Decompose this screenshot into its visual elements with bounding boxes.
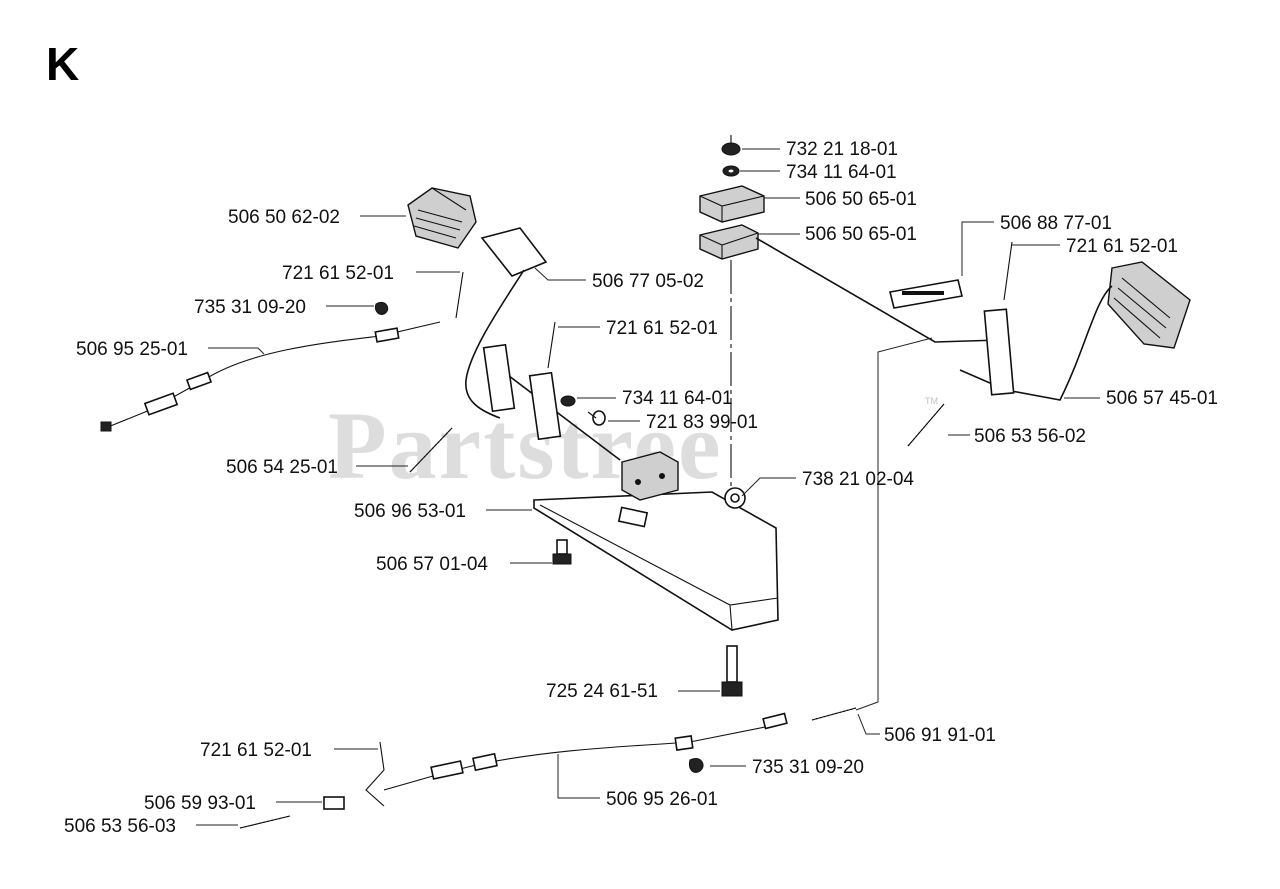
washer-734-11-64-01-mid: [560, 395, 576, 407]
bolt-725-24-61-51: [721, 645, 743, 697]
bolt-506-57-01-04: [552, 539, 572, 565]
leader-lines: [196, 148, 1100, 826]
label-721-83-99-01: 721 83 99-01: [646, 412, 758, 433]
label-506-57-45-01: 506 57 45-01: [1106, 388, 1218, 409]
label-734-11-64-01-top: 734 11 64-01: [786, 162, 897, 183]
spring-506-54-25-01: [409, 427, 453, 473]
label-721-61-52-01-bottom: 721 61 52-01: [200, 740, 312, 761]
label-738-21-02-04: 738 21 02-04: [802, 469, 914, 490]
label-734-11-64-01-mid: 734 11 64-01: [622, 388, 733, 409]
spring-506-53-56-02: [907, 403, 945, 447]
clip-735-31-09-20-top: [375, 301, 389, 315]
watermark-trademark: TM: [925, 396, 938, 406]
label-721-61-52-01-right: 721 61 52-01: [1066, 236, 1178, 257]
label-506-96-53-01: 506 96 53-01: [354, 501, 466, 522]
label-506-95-26-01: 506 95 26-01: [606, 789, 718, 810]
block-506-50-65-01-upper: [699, 185, 765, 223]
label-721-61-52-01-mid: 721 61 52-01: [606, 318, 718, 339]
label-506-53-56-03: 506 53 56-03: [64, 816, 176, 837]
label-725-24-61-51: 725 24 61-51: [546, 681, 658, 702]
clamp-block: [621, 451, 679, 501]
pin-721-61-52-01-right: [1003, 241, 1013, 301]
pin-721-83-99-01: [587, 410, 606, 426]
label-735-31-09-20-top: 735 31 09-20: [194, 297, 306, 318]
label-721-61-52-01-left: 721 61 52-01: [282, 263, 394, 284]
label-735-31-09-20-bottom: 735 31 09-20: [752, 757, 864, 778]
block-506-50-65-01-lower: [699, 224, 759, 260]
pin-721-61-52-01-mid: [547, 321, 556, 369]
label-506-59-93-01: 506 59 93-01: [144, 793, 256, 814]
bracket-506-96-53-01: [533, 487, 779, 631]
label-506-77-05-02: 506 77 05-02: [592, 271, 704, 292]
lever-bottom: [323, 741, 385, 810]
nut-732-21-18-01: [721, 135, 741, 156]
label-506-57-01-04: 506 57 01-04: [376, 554, 488, 575]
connector-line: [855, 337, 933, 711]
pedal-pad-506-57-45-01: [1107, 261, 1191, 349]
spring-506-91-91-01: [811, 707, 857, 721]
label-506-50-65-01-upper: 506 50 65-01: [805, 189, 917, 210]
label-506-50-65-01-lower: 506 50 65-01: [805, 224, 917, 245]
label-506-91-91-01: 506 91 91-01: [884, 725, 996, 746]
pedal-arm-506-77-05-02: [465, 227, 621, 461]
spring-506-53-56-03: [239, 815, 291, 829]
label-506-54-25-01: 506 54 25-01: [226, 457, 338, 478]
section-letter: K: [46, 38, 79, 90]
label-506-50-62-02: 506 50 62-02: [228, 207, 340, 228]
label-506-95-25-01: 506 95 25-01: [76, 339, 188, 360]
label-732-21-18-01: 732 21 18-01: [786, 139, 898, 160]
label-506-53-56-02: 506 53 56-02: [974, 426, 1086, 447]
cable-506-95-26-01: [383, 712, 788, 791]
label-506-88-77-01: 506 88 77-01: [1000, 213, 1112, 234]
washer-734-11-64-01-top: [722, 165, 740, 177]
pin-721-61-52-01-left: [455, 271, 464, 319]
clip-735-31-09-20-bottom: [689, 758, 704, 773]
plate-506-88-77-01: [889, 279, 963, 309]
pedal-pad-506-50-62-02: [407, 187, 477, 249]
cable-506-95-25-01: [100, 321, 441, 432]
pedal-arm-506-57-45-01: [755, 237, 1113, 401]
